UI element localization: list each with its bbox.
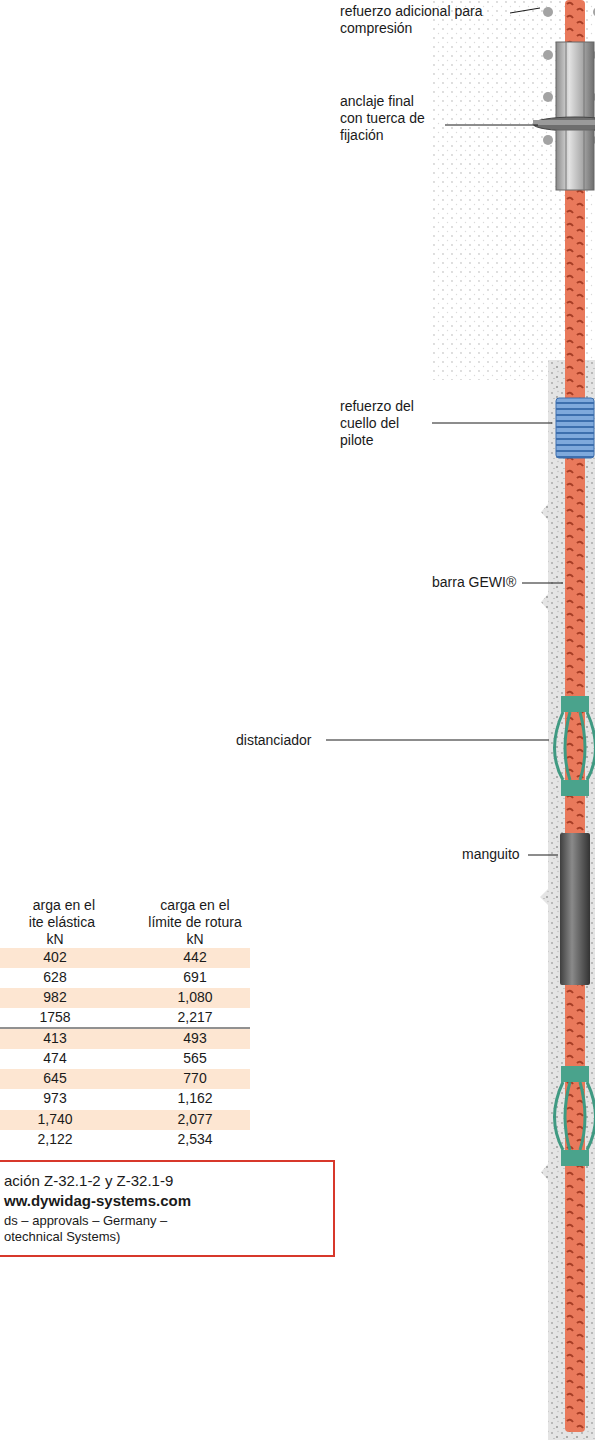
table-cell-box: 2,217 xyxy=(125,1009,265,1026)
table-cell-box: 565 xyxy=(125,1050,265,1067)
callout-label: anclaje final con tuerca de fijación xyxy=(340,93,438,144)
table-header: carga en el xyxy=(125,897,265,914)
callout-label-box: anclaje final con tuerca de fijación xyxy=(340,93,438,144)
table-cell-box: 1758 xyxy=(15,1009,95,1026)
callout-label: refuerzo del cuello del pilote xyxy=(340,398,426,449)
table-cell-box: 628 xyxy=(15,969,95,986)
callout-label-box: refuerzo del cuello del pilote xyxy=(340,398,426,449)
table-cell: 2,217 xyxy=(125,1009,265,1026)
table-header: ite elástica xyxy=(0,914,95,931)
approval-text: ds – approvals – Germany – otechnical Sy… xyxy=(4,1213,204,1245)
approval-text: ación Z-32.1-2 y Z-32.1-9 xyxy=(4,1172,325,1190)
table-cell-box: 1,162 xyxy=(125,1090,265,1107)
table-cell: 982 xyxy=(15,989,95,1006)
table-cell: 402 xyxy=(15,949,95,966)
table-unit-box: kN xyxy=(15,931,95,948)
table-cell: 770 xyxy=(125,1070,265,1087)
table-cell: 493 xyxy=(125,1030,265,1047)
callout-label-box: manguito xyxy=(462,846,526,863)
table-cell: 691 xyxy=(125,969,265,986)
table-cell-box: 474 xyxy=(15,1050,95,1067)
table-cell-box: 2,077 xyxy=(125,1111,265,1128)
table-cell-box: 413 xyxy=(15,1030,95,1047)
table-header-box: ite elástica xyxy=(0,914,95,931)
table-cell: 1,080 xyxy=(125,989,265,1006)
table-cell-box: 691 xyxy=(125,969,265,986)
table-cell: 2,077 xyxy=(125,1111,265,1128)
table-cell-box: 973 xyxy=(15,1090,95,1107)
table-cell: 565 xyxy=(125,1050,265,1067)
table-unit-box: kN xyxy=(125,931,265,948)
callout-label: distanciador xyxy=(236,732,326,749)
approval-box: ación Z-32.1-2 y Z-32.1-9 ww.dywidag-syst… xyxy=(0,1160,335,1257)
table-cell: 474 xyxy=(15,1050,95,1067)
table-header: arga en el xyxy=(0,897,95,914)
table-header-box: arga en el xyxy=(0,897,95,914)
table-cell: 628 xyxy=(15,969,95,986)
callout-label: manguito xyxy=(462,846,526,863)
table-header-box: carga en el xyxy=(125,897,265,914)
table-cell-box: 982 xyxy=(15,989,95,1006)
table-cell-box: 1,740 xyxy=(15,1111,95,1128)
table-cell-box: 1,080 xyxy=(125,989,265,1006)
table-header: límite de rotura xyxy=(125,914,265,931)
callout-label-box: barra GEWI® xyxy=(432,574,520,591)
table-cell-box: 442 xyxy=(125,949,265,966)
table-cell-box: 645 xyxy=(15,1070,95,1087)
callout-label: barra GEWI® xyxy=(432,574,520,591)
table-cell-box: 2,122 xyxy=(15,1131,95,1148)
table-header-box: límite de rotura xyxy=(125,914,265,931)
table-cell-box: 402 xyxy=(15,949,95,966)
table-cell-box: 770 xyxy=(125,1070,265,1087)
table-cell: 413 xyxy=(15,1030,95,1047)
callout-label: refuerzo adicional para compresión xyxy=(340,3,515,37)
table-cell: 645 xyxy=(15,1070,95,1087)
table-cell-box: 493 xyxy=(125,1030,265,1047)
table-cell-box: 2,534 xyxy=(125,1131,265,1148)
table-cell: 2,122 xyxy=(15,1131,95,1148)
callout-label-box: distanciador xyxy=(236,732,326,749)
approval-text: ww.dywidag-systems.com xyxy=(4,1192,325,1210)
callout-label-box: refuerzo adicional para compresión xyxy=(340,3,515,37)
table-cell: 973 xyxy=(15,1090,95,1107)
table-unit: kN xyxy=(15,931,95,948)
table-cell: 442 xyxy=(125,949,265,966)
table-unit: kN xyxy=(125,931,265,948)
table-cell: 1758 xyxy=(15,1009,95,1026)
table-cell: 1,740 xyxy=(15,1111,95,1128)
table-cell: 1,162 xyxy=(125,1090,265,1107)
table-cell: 2,534 xyxy=(125,1131,265,1148)
